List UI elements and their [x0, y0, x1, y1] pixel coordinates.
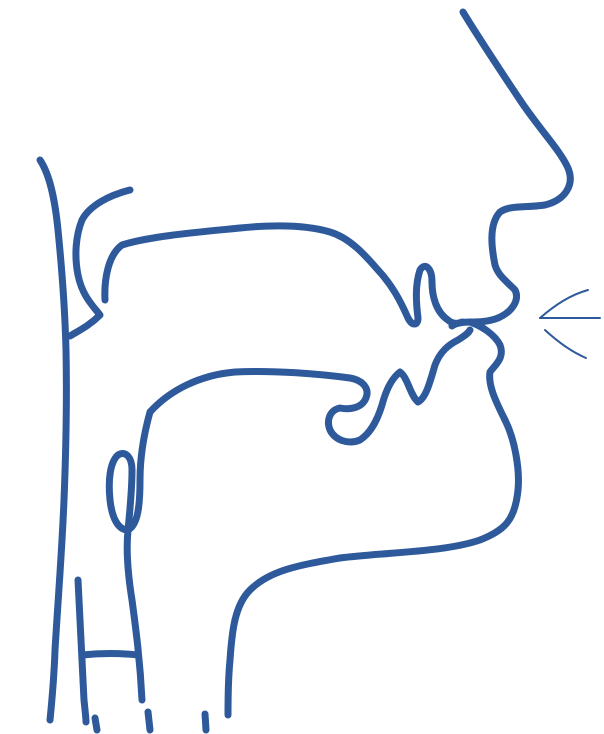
palate-outline	[105, 226, 462, 324]
pharynx-outline	[40, 160, 66, 720]
face-profile-outline	[463, 12, 570, 318]
velum-outline	[70, 190, 130, 336]
jaw-outline	[228, 420, 518, 715]
lower-lip-outline	[470, 322, 505, 420]
larynx-outline	[78, 580, 86, 722]
tongue-outline	[150, 330, 470, 442]
airflow-arrow-icon	[540, 290, 600, 358]
trachea-outline	[95, 712, 206, 730]
vocal-folds-outline	[82, 654, 138, 656]
